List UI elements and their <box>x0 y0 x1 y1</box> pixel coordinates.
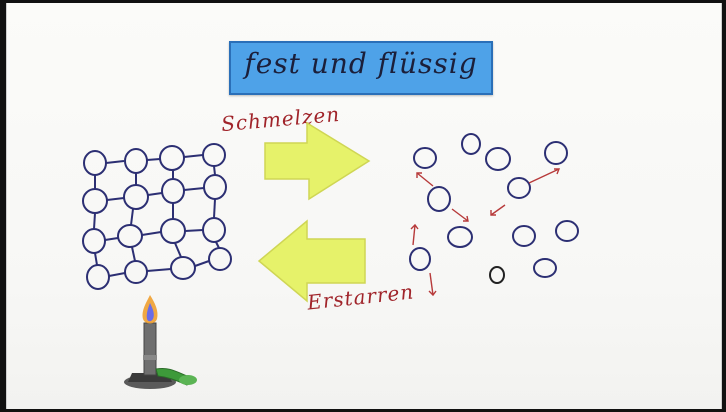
title-card: fest und flüssig <box>229 41 493 95</box>
arrow-right-icon <box>264 121 371 201</box>
motion-arrows <box>410 168 561 297</box>
arrow-left-icon <box>257 219 366 303</box>
liquid-particles <box>409 133 579 284</box>
diagram-canvas <box>82 121 579 389</box>
bunsen-burner-icon <box>124 322 197 389</box>
solid-lattice <box>82 143 232 290</box>
flame-icon <box>142 295 158 324</box>
page-title: fest und flüssig <box>244 47 478 80</box>
whiteboard: fest und flüssig Schmelzen Erstarren <box>6 3 722 409</box>
